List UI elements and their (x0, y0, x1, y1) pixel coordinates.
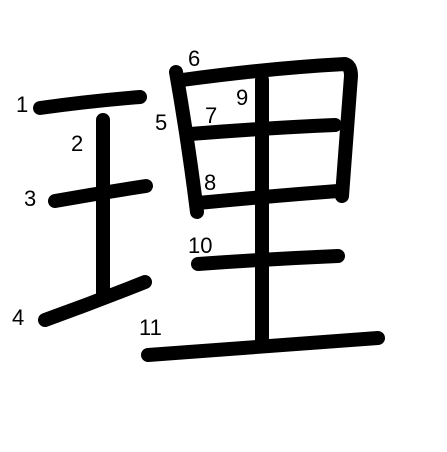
stroke-number-5: 5 (155, 110, 168, 135)
stroke-11 (141, 331, 385, 362)
stroke-number-9: 9 (236, 85, 249, 110)
stroke-4 (38, 275, 152, 327)
stroke-number-6: 6 (188, 46, 201, 71)
stroke-number-1: 1 (16, 92, 29, 117)
stroke-number-8: 8 (204, 170, 217, 195)
stroke-5 (169, 65, 204, 219)
stroke-number-4: 4 (12, 305, 25, 330)
stroke-1 (33, 90, 147, 115)
stroke-number-3: 3 (24, 186, 37, 211)
stroke-number-10: 10 (188, 233, 213, 258)
stroke-number-11: 11 (139, 315, 162, 340)
stroke-10 (191, 249, 345, 271)
stroke-number-7: 7 (205, 103, 218, 128)
stroke-number-2: 2 (71, 131, 84, 156)
stroke-3 (48, 179, 153, 208)
stroke-6 (175, 57, 358, 203)
